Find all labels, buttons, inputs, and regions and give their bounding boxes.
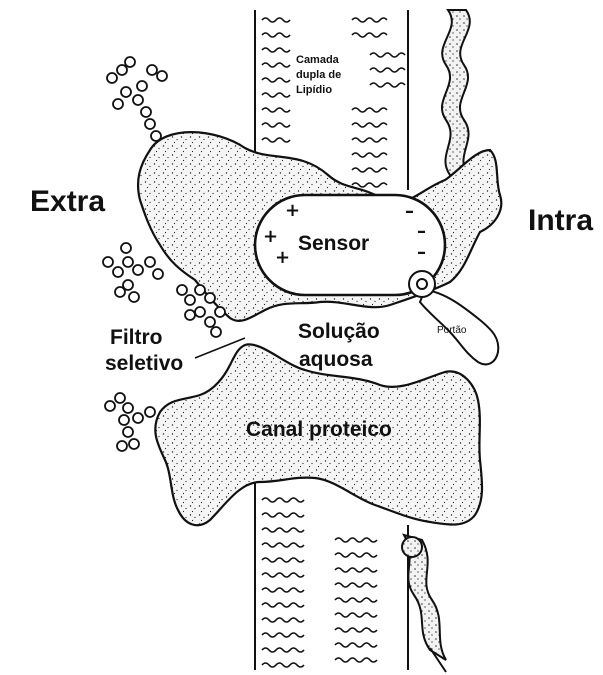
solution-label-line2: aquosa: [299, 348, 373, 371]
lipid-tail: [262, 588, 304, 592]
lipid-tail: [370, 53, 405, 57]
positive-charge: +: [285, 200, 300, 221]
lipid-tail: [352, 18, 387, 22]
negative-charge: –: [417, 242, 426, 263]
lipid-label-line3: Lipídio: [296, 84, 332, 96]
lipid-tail: [262, 543, 304, 547]
lipid-label-line1: Camada: [296, 54, 340, 66]
positive-charge: +: [275, 247, 290, 268]
lipid-tail: [335, 583, 377, 587]
lipid-tail: [262, 648, 304, 652]
lipid-tail: [262, 618, 304, 622]
lipid-tail: [262, 573, 304, 577]
positive-charge: +: [263, 226, 278, 247]
lipid-tail: [262, 48, 290, 52]
lipid-tail: [262, 108, 290, 112]
lipid-tail: [335, 628, 377, 632]
negative-charge: –: [417, 221, 426, 242]
lipid-tail: [262, 498, 304, 502]
carb-chain-bottom-left: [105, 393, 155, 451]
extra-label: Extra: [30, 185, 105, 218]
lipid-tail: [335, 613, 377, 617]
lipid-tail: [262, 123, 290, 127]
lipid-tail: [262, 603, 304, 607]
lipid-tail: [335, 568, 377, 572]
lipid-tail: [335, 658, 377, 662]
lipid-tail: [262, 93, 290, 97]
lipid-tail: [370, 83, 405, 87]
lipid-tail: [262, 78, 290, 82]
lipid-tail: [335, 538, 377, 542]
lipid-tail: [262, 513, 304, 517]
lipid-tail: [352, 123, 387, 127]
lipid-tail: [352, 153, 387, 157]
lipid-tail: [262, 33, 290, 37]
filter-label-line2: seletivo: [105, 352, 183, 375]
gate-label: Portão: [437, 325, 467, 336]
lipid-tail: [335, 553, 377, 557]
solution-label-line1: Solução: [298, 320, 380, 343]
lipid-tail: [262, 18, 290, 22]
lipid-tail: [262, 558, 304, 562]
lipid-tail: [335, 643, 377, 647]
sensor-label: Sensor: [298, 232, 369, 255]
lipid-tail: [352, 138, 387, 142]
lipid-tail: [370, 68, 405, 72]
filter-label-line1: Filtro: [110, 326, 163, 349]
lipid-tail: [335, 598, 377, 602]
lipid-tail: [352, 33, 387, 37]
lipid-tail: [352, 108, 387, 112]
lipid-tail: [262, 663, 304, 667]
intra-label: Intra: [528, 204, 593, 237]
lipid-tail: [262, 63, 290, 67]
lipid-tail: [262, 633, 304, 637]
lipid-tail: [352, 168, 387, 172]
negative-charge: –: [405, 201, 414, 222]
lipid-tail: [262, 138, 290, 142]
carb-chain-top: [107, 57, 167, 141]
lipid-label-line2: dupla de: [296, 69, 341, 81]
channel-label: Canal proteico: [246, 418, 392, 441]
twisted-strand-top: [442, 10, 470, 175]
lipid-tail: [262, 528, 304, 532]
strand-anchor: [402, 537, 422, 557]
lipid-tail: [352, 183, 387, 187]
carb-chain-mid-left: [103, 243, 163, 302]
